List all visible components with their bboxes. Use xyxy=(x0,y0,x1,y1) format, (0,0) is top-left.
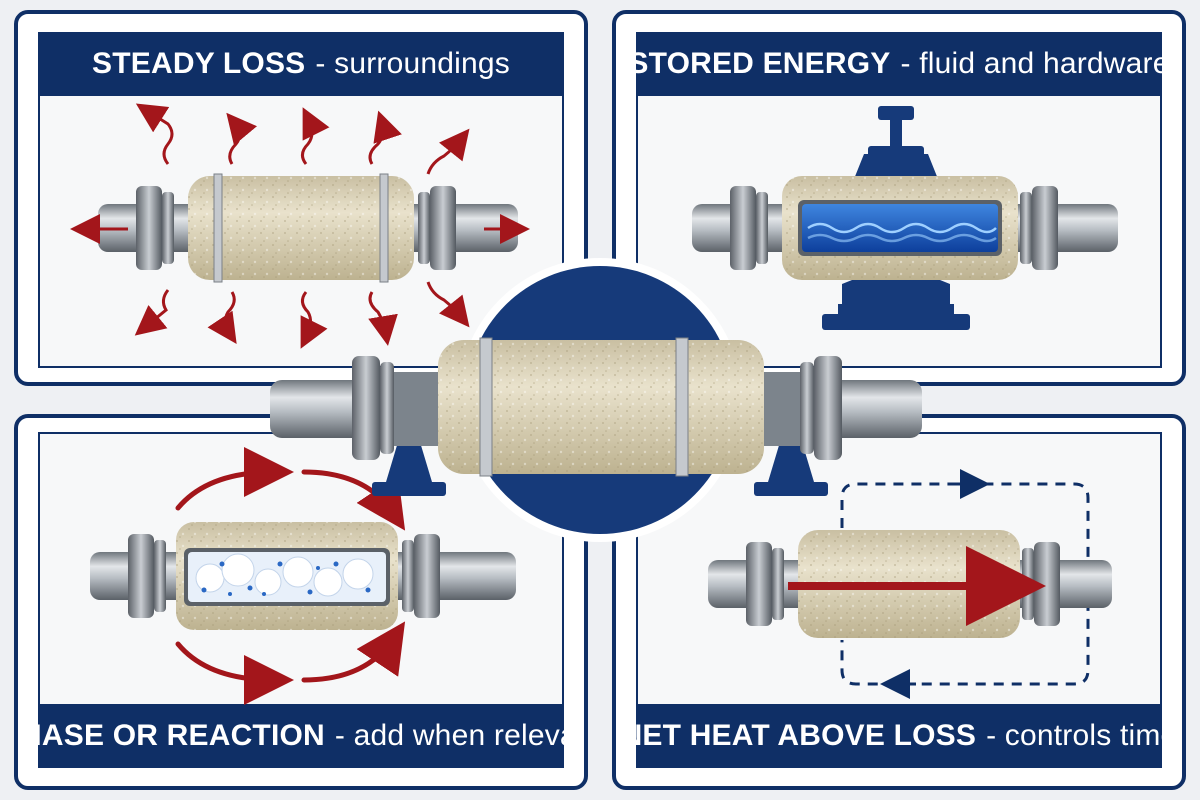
title-strong: STORED ENERGY xyxy=(628,47,891,80)
panel-title: STORED ENERGY - fluid and hardware xyxy=(628,32,1169,96)
pipe-flange-icon xyxy=(98,173,518,283)
bubble-icon xyxy=(195,553,374,597)
title-rest: - add when relevant xyxy=(334,719,588,752)
title-strong: STEADY LOSS xyxy=(92,47,306,80)
heat-loss-arrow-icon xyxy=(70,103,530,349)
steady-loss-illustration xyxy=(70,103,530,349)
panel-steady-loss: STEADY LOSS - surroundings xyxy=(14,10,588,386)
cycle-arrow-icon xyxy=(175,447,406,705)
title-rest: - controls time xyxy=(986,719,1178,752)
panel-title: STEADY LOSS - surroundings xyxy=(38,32,564,96)
title-strong: NET HEAT ABOVE LOSS xyxy=(620,719,977,752)
title-rest: - fluid and hardware xyxy=(900,47,1170,80)
phase-reaction-illustration xyxy=(90,447,516,705)
panel-title: PHASE OR REACTION - add when relevant xyxy=(18,704,584,768)
panel-stored-energy: STORED ENERGY - fluid and hardware xyxy=(612,10,1186,386)
panel-net-heat: NET HEAT ABOVE LOSS - controls time xyxy=(612,414,1186,790)
stored-energy-illustration xyxy=(692,106,1118,330)
net-heat-illustration xyxy=(708,469,1112,699)
title-rest: - surroundings xyxy=(315,47,510,80)
title-strong: PHASE OR REACTION xyxy=(14,719,325,752)
fluid-wave-icon xyxy=(807,222,997,243)
panel-phase-reaction: PHASE OR REACTION - add when relevant xyxy=(14,414,588,790)
panel-title: NET HEAT ABOVE LOSS - controls time xyxy=(621,704,1177,768)
